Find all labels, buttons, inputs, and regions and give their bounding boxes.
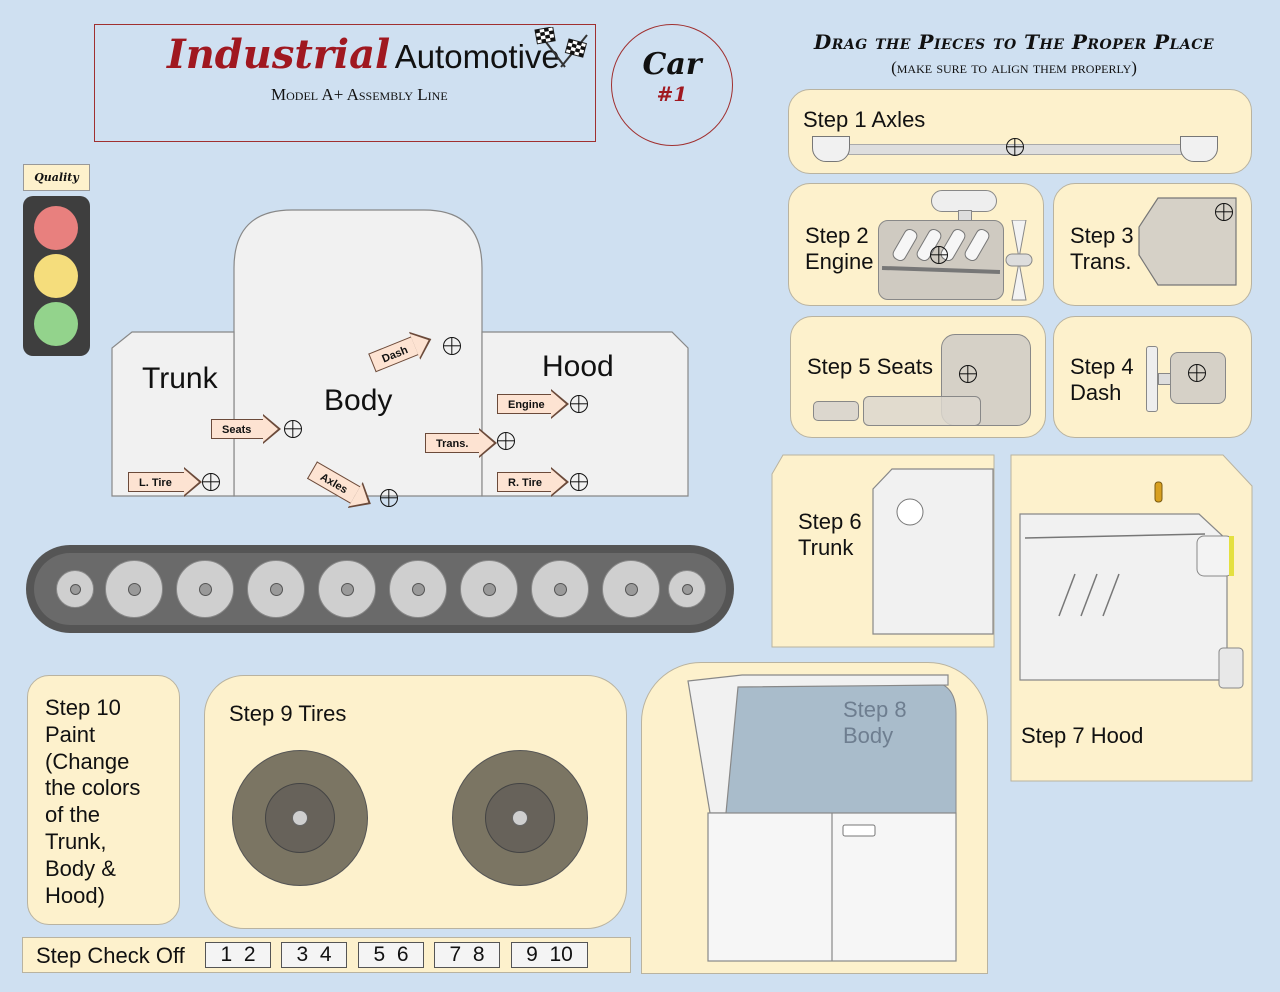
step8-label-b: Body bbox=[843, 723, 894, 748]
checkoff-label: Step Check Off bbox=[36, 943, 185, 968]
step2-label-b: Engine bbox=[805, 249, 874, 274]
roller-8 bbox=[531, 560, 589, 618]
checkoff-box-3-4[interactable]: 3 4 bbox=[281, 942, 347, 968]
roller-5 bbox=[318, 560, 376, 618]
axle-piece[interactable] bbox=[812, 136, 1218, 164]
step10-line-5: of the bbox=[45, 802, 101, 828]
trunk-label: Trunk bbox=[142, 362, 218, 395]
car-badge-label: Car bbox=[642, 47, 702, 82]
transmission-piece[interactable] bbox=[1138, 197, 1238, 287]
hood-label: Hood bbox=[542, 350, 614, 383]
roller-10 bbox=[668, 570, 706, 608]
roller-1 bbox=[56, 570, 94, 608]
seats-target-icon bbox=[959, 365, 977, 383]
step6-label-a: Step 6 bbox=[798, 509, 862, 534]
hood-piece[interactable] bbox=[1017, 480, 1245, 692]
roller-6 bbox=[389, 560, 447, 618]
step10-line-1: Step 10 bbox=[45, 695, 121, 720]
brand-word-automotive: Automotive bbox=[394, 38, 560, 75]
step4-label-a: Step 4 bbox=[1070, 354, 1134, 379]
roller-4 bbox=[247, 560, 305, 618]
dash-target-icon bbox=[1188, 364, 1206, 382]
step10-line-2: Paint bbox=[45, 721, 96, 747]
step8-label-a: Step 8 bbox=[843, 697, 907, 722]
quality-label: Quality bbox=[23, 164, 90, 191]
target-seats-icon bbox=[284, 420, 302, 438]
car-badge: Car #1 bbox=[611, 24, 733, 146]
target-axles-icon bbox=[380, 489, 398, 507]
roller-2 bbox=[105, 560, 163, 618]
step4-label-b: Dash bbox=[1070, 380, 1122, 405]
engine-piece[interactable] bbox=[878, 190, 1038, 302]
checkoff-box-5-6[interactable]: 5 6 bbox=[358, 942, 424, 968]
step2-label-a: Step 2 bbox=[805, 223, 869, 248]
step10-card: Step 10 Paint (Change the colors of the … bbox=[27, 675, 180, 925]
engine-target-icon bbox=[930, 246, 948, 264]
step3-label-b: Trans. bbox=[1070, 249, 1132, 274]
step10-line-8: Hood) bbox=[45, 882, 105, 908]
instructions-title: Drag the Pieces to The Proper Place bbox=[813, 30, 1215, 54]
roller-9 bbox=[602, 560, 660, 618]
red-light bbox=[34, 206, 78, 250]
instructions-subtitle: (make sure to align them properly) bbox=[891, 58, 1137, 77]
checkoff-box-7-8[interactable]: 7 8 bbox=[434, 942, 500, 968]
dash-piece[interactable] bbox=[1146, 346, 1228, 412]
traffic-light bbox=[23, 196, 90, 356]
body-piece[interactable] bbox=[686, 673, 958, 963]
target-dash-icon bbox=[443, 337, 461, 355]
tire-right[interactable] bbox=[452, 750, 588, 886]
step5-label: Step 5 Seats bbox=[807, 354, 933, 379]
transmission-target-icon bbox=[1215, 203, 1233, 221]
step1-card: Step 1 Axles bbox=[788, 89, 1252, 174]
green-light bbox=[34, 302, 78, 346]
header-banner: Industrial Automotive Model A+ Assembly … bbox=[94, 24, 596, 142]
trunk-piece[interactable] bbox=[872, 467, 996, 635]
step3-label-a: Step 3 bbox=[1070, 223, 1134, 248]
tire-left[interactable] bbox=[232, 750, 368, 886]
checkoff-box-9-10[interactable]: 9 10 bbox=[511, 942, 588, 968]
car-badge-number: #1 bbox=[656, 82, 688, 106]
body-label: Body bbox=[324, 384, 393, 417]
target-trans-icon bbox=[497, 432, 515, 450]
header-subtitle: Model A+ Assembly Line bbox=[271, 85, 448, 104]
checkered-flags-icon bbox=[534, 27, 588, 68]
step10-line-4: the colors bbox=[45, 775, 141, 801]
target-engine-icon bbox=[570, 395, 588, 413]
step9-label: Step 9 Tires bbox=[229, 701, 347, 726]
target-l-tire-icon bbox=[202, 473, 220, 491]
step7-label: Step 7 Hood bbox=[1021, 723, 1144, 748]
seats-piece[interactable] bbox=[813, 334, 1035, 430]
checkoff-box-1-2[interactable]: 1 2 bbox=[205, 942, 271, 968]
roller-3 bbox=[176, 560, 234, 618]
step10-line-3: (Change bbox=[45, 748, 130, 774]
step1-label: Step 1 Axles bbox=[803, 107, 926, 132]
axle-target-icon bbox=[1006, 138, 1024, 156]
step10-line-6: Trunk, bbox=[45, 828, 107, 854]
step10-line-7: Body & bbox=[45, 855, 116, 881]
yellow-light bbox=[34, 254, 78, 298]
roller-7 bbox=[460, 560, 518, 618]
step6-label-b: Trunk bbox=[798, 535, 854, 560]
target-r-tire-icon bbox=[570, 473, 588, 491]
brand-word-industrial: Industrial bbox=[167, 31, 391, 78]
